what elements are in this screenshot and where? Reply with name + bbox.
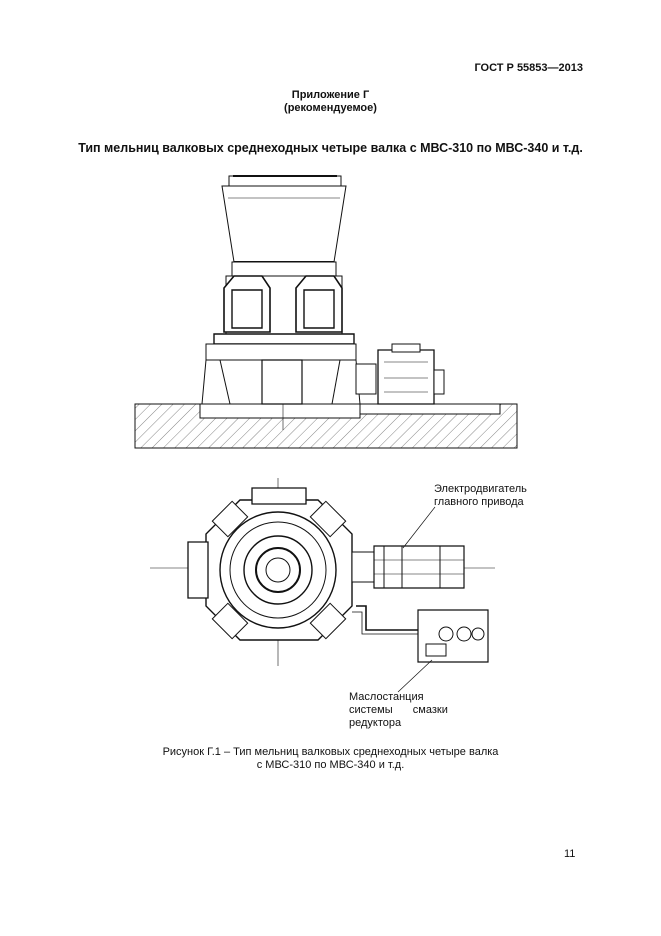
annex-status: (рекомендуемое) [284, 102, 377, 114]
side-view [135, 175, 517, 448]
motor-label-line1: Электродвигатель [434, 483, 527, 495]
caption-line1: Рисунок Г.1 – Тип мельниц валковых средн… [162, 746, 499, 758]
drive-motor-side [378, 350, 434, 404]
page-number: 11 [564, 848, 576, 860]
page-title: Тип мельниц валковых среднеходных четыре… [78, 141, 583, 155]
standard-number: ГОСТ Р 55853—2013 [474, 62, 583, 74]
motor-label: Электродвигатель главного привода [434, 483, 527, 509]
plan-view [150, 478, 495, 692]
roller-left [224, 276, 270, 332]
oil-label-line2b: смазки [412, 704, 448, 716]
figure-caption: Рисунок Г.1 – Тип мельниц валковых средн… [0, 746, 661, 772]
oil-station [418, 610, 488, 662]
roller-right [296, 276, 342, 332]
oil-label-line2a: системы [349, 704, 393, 716]
separator-hopper [222, 186, 346, 262]
caption-line2: с МВС-310 по МВС-340 и т.д. [256, 759, 405, 771]
oil-label-line1: Маслостанция [349, 691, 424, 703]
motor-label-line2: главного привода [434, 496, 524, 508]
annex-heading: Приложение Г (рекомендуемое) [0, 89, 661, 115]
oil-station-label: Маслостанция системы смазки редуктора [349, 691, 448, 730]
oil-label-line3: редуктора [349, 717, 402, 729]
annex-title: Приложение Г [291, 89, 370, 101]
